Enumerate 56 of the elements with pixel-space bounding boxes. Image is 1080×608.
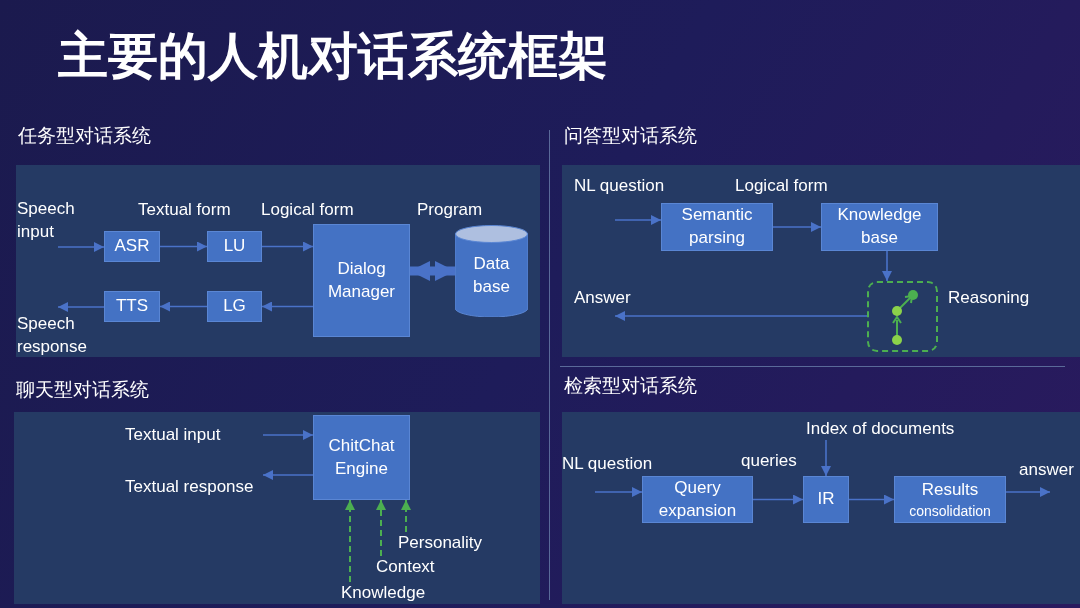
edge-label: Textual input: [125, 424, 221, 446]
double-arrow: [410, 261, 455, 281]
edge-label: Textual form: [138, 199, 231, 221]
input-label: Index of documents: [806, 418, 974, 440]
process-box: TTS: [104, 291, 160, 322]
arrow: [614, 215, 662, 225]
process-box: Semantic parsing: [661, 203, 773, 251]
process-box: IR: [803, 476, 849, 523]
arrow: [752, 494, 804, 505]
reasoning-box: [867, 281, 938, 352]
arrow: [882, 250, 892, 282]
edge-label: NL question: [574, 175, 665, 197]
arrow: [261, 301, 314, 312]
process-box: LG: [207, 291, 262, 322]
arrow: [159, 301, 208, 312]
edge-label: NL question: [562, 453, 653, 475]
edge-label: Speech input: [17, 198, 76, 243]
process-box: ChitChat Engine: [313, 415, 410, 500]
process-box: Dialog Manager: [313, 224, 410, 337]
arrow: [772, 222, 822, 232]
arrow: [261, 241, 314, 252]
arrow: [57, 302, 105, 312]
arrow: [262, 430, 314, 440]
process-box: ASR: [104, 231, 160, 262]
arrow: [821, 439, 831, 477]
section-heading: 聊天型对话系统: [16, 378, 149, 401]
edge-label: Answer: [574, 287, 631, 309]
process-box: Knowledge base: [821, 203, 938, 251]
input-label: Personality: [398, 532, 492, 554]
arrow: [262, 470, 314, 480]
node-caption: Reasoning: [948, 287, 1030, 309]
section-heading: 问答型对话系统: [564, 124, 697, 147]
edge-label: answer: [1019, 459, 1074, 481]
edge-label: Speech response: [17, 313, 88, 358]
process-box: Query expansion: [642, 476, 753, 523]
arrow: [345, 499, 355, 583]
edge-label: Logical form: [735, 175, 828, 197]
arrow: [159, 241, 208, 252]
section-heading: 检索型对话系统: [564, 374, 697, 397]
slide-title: 主要的人机对话系统框架: [58, 26, 608, 86]
process-box: LU: [207, 231, 262, 262]
arrow: [848, 494, 895, 505]
arrow: [1005, 487, 1051, 497]
edge-label: Textual response: [125, 476, 254, 498]
input-label: Context: [376, 556, 442, 578]
arrow: [594, 487, 643, 497]
section-heading: 任务型对话系统: [18, 124, 151, 147]
arrow: [376, 499, 386, 557]
arrow: [57, 242, 105, 252]
arrow: [614, 311, 868, 321]
edge-label: Logical form: [261, 199, 354, 221]
process-box: Results consolidation: [894, 476, 1006, 523]
arrow: [401, 499, 411, 533]
edge-label: queries: [741, 450, 797, 472]
edge-label: Program: [417, 199, 483, 221]
input-label: Knowledge: [341, 582, 433, 604]
